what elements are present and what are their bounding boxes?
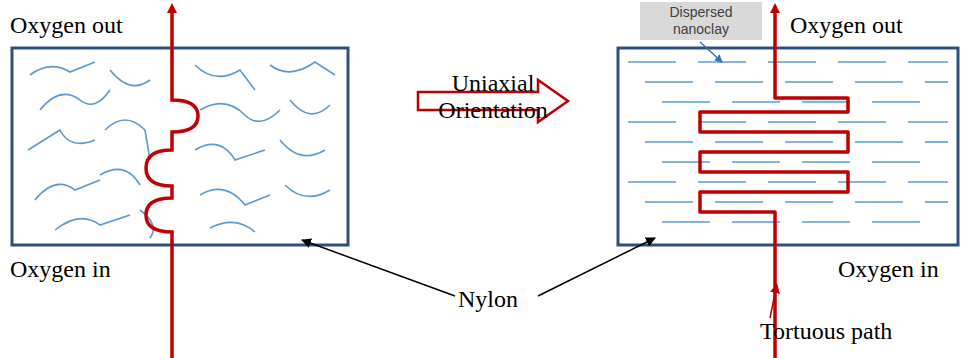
process-label: Uniaxial Orientation [418,70,568,125]
aligned-nanoclay [628,62,948,222]
material-label: Nylon [458,286,518,314]
callout-text: Dispersed nanoclay [646,4,756,38]
tortuous-path [700,8,848,358]
leader-line [770,288,776,318]
leader-line [700,42,722,62]
oxygen-path [146,8,198,358]
flow-label: Oxygen out [790,12,903,40]
path-label: Tortuous path [760,318,892,346]
flow-label: Oxygen out [10,12,123,40]
flow-label: Oxygen in [838,256,939,284]
leader-line [538,238,655,296]
nylon-film [618,48,958,245]
nylon-film [12,48,348,245]
random-nanoclay [28,62,335,238]
flow-label: Oxygen in [10,256,111,284]
leader-line [302,240,455,296]
callout-box: Dispersed nanoclay [640,2,762,40]
